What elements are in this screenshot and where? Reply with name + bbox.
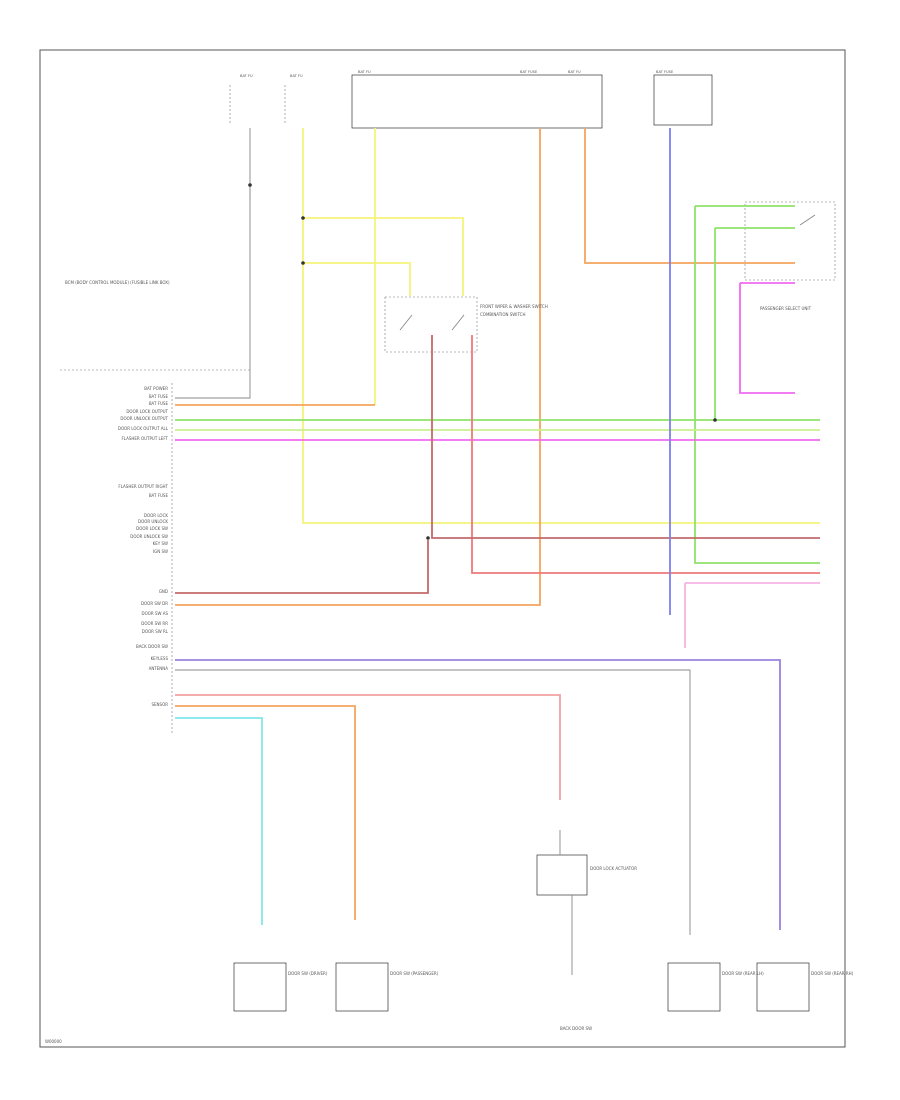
bcm-pin-label: DOOR LOCK OUTPUT (126, 409, 168, 414)
bcm-pin-label: DOOR LOCK SW (136, 526, 168, 531)
component-label-group: DOOR SW (DRIVER) DOOR SW (PASSENGER) DOO… (288, 971, 854, 1031)
bcm-pin-label: BAT FUSE (149, 401, 169, 406)
bottom-components (233, 854, 810, 1012)
svg-text:BAT FU: BAT FU (240, 74, 253, 78)
bcm-pin-label: DOOR UNLOCK SW (130, 534, 168, 539)
component-label-passenger: DOOR SW (PASSENGER) (390, 971, 439, 976)
bcm-pin-label: DOOR LOCK OUTPUT ALL (118, 426, 169, 431)
wire (175, 717, 263, 925)
bcm-pin-label: BACK DOOR SW (136, 644, 168, 649)
bcm-pin-label: KEY SW (153, 541, 168, 546)
component-label-rear-rh: DOOR SW (REAR RH) (811, 971, 854, 976)
module-label-combination: COMBINATION SWITCH (480, 312, 525, 317)
wire (302, 263, 820, 524)
wire (584, 128, 795, 264)
module-label-passenger-select: PASSENGER SELECT UNIT (760, 306, 812, 311)
wire (302, 218, 411, 296)
svg-text:BAT FU: BAT FU (290, 74, 303, 78)
bcm-pin-label: ANTENNA (149, 666, 169, 671)
module-label-group: BCM (BODY CONTROL MODULE) (FUSIBLE LINK … (65, 280, 812, 871)
wire (303, 217, 464, 296)
bcm-pin-label: IGN SW (153, 549, 168, 554)
svg-text:BAT FU: BAT FU (568, 70, 581, 74)
bcm-pin-label: FLASHER OUTPUT LEFT (122, 436, 169, 441)
bcm-pin-label: SENSOR (151, 702, 168, 707)
wire (175, 659, 781, 930)
component-label-driver: DOOR SW (DRIVER) (288, 971, 328, 976)
wire (175, 705, 356, 920)
diagram-border (39, 49, 846, 1048)
component-label-rear-lh: DOOR SW (REAR LH) (722, 971, 764, 976)
wire (739, 283, 795, 394)
bcm-pin-label: DOOR UNLOCK OUTPUT (120, 416, 168, 421)
bcm-pin-label: DOOR SW RR (141, 621, 168, 626)
wire (175, 128, 541, 606)
top-connectors: BAT FU BAT FU BAT FU BAT FUSE BAT FU BAT… (229, 70, 713, 129)
module-label-actuator: DOOR LOCK ACTUATOR (590, 866, 637, 871)
module-label-switch: FRONT WIPER & WASHER SWITCH (480, 304, 548, 309)
wire (471, 335, 820, 574)
bcm-pin-label: KEYLESS (151, 656, 169, 661)
bcm-pin-label: BAT POWER (144, 386, 168, 391)
bcm-pin-label: FLASHER OUTPUT RIGHT (118, 484, 168, 489)
wire (175, 540, 429, 594)
bcm-pin-label: DOOR SW DR (141, 601, 168, 606)
bcm-pin-label: GND (159, 589, 168, 594)
bcm-pin-label: DOOR SW AS (142, 611, 169, 616)
svg-text:BAT FUSE: BAT FUSE (520, 70, 538, 74)
wire (694, 206, 820, 564)
switch-box (384, 296, 478, 353)
svg-text:BAT FU: BAT FU (358, 70, 371, 74)
bcm-pin-label: BAT FUSE (149, 394, 169, 399)
bcm-pin-label: DOOR SW RL (142, 629, 169, 634)
bcm-connector (60, 369, 250, 735)
wire (175, 694, 561, 800)
footer-code: W00000 (45, 1039, 62, 1044)
component-label-back-door: BACK DOOR SW (560, 1026, 592, 1031)
bcm-pin-labels: BAT POWER BAT FUSE BAT FUSE DOOR LOCK OUTPU… (118, 386, 169, 707)
wires (175, 128, 820, 930)
black-wires (175, 128, 691, 975)
wire (431, 335, 820, 539)
junctions (248, 183, 717, 540)
bcm-pin-label: DOOR UNLOCK (138, 519, 168, 524)
bcm-pin-label: BAT FUSE (149, 493, 169, 498)
passenger-select-unit (744, 201, 836, 281)
bcm-pin-label: DOOR LOCK (144, 513, 168, 518)
svg-text:BAT FUSE: BAT FUSE (656, 70, 674, 74)
module-label-bcm: BCM (BODY CONTROL MODULE) (FUSIBLE LINK … (65, 280, 170, 285)
